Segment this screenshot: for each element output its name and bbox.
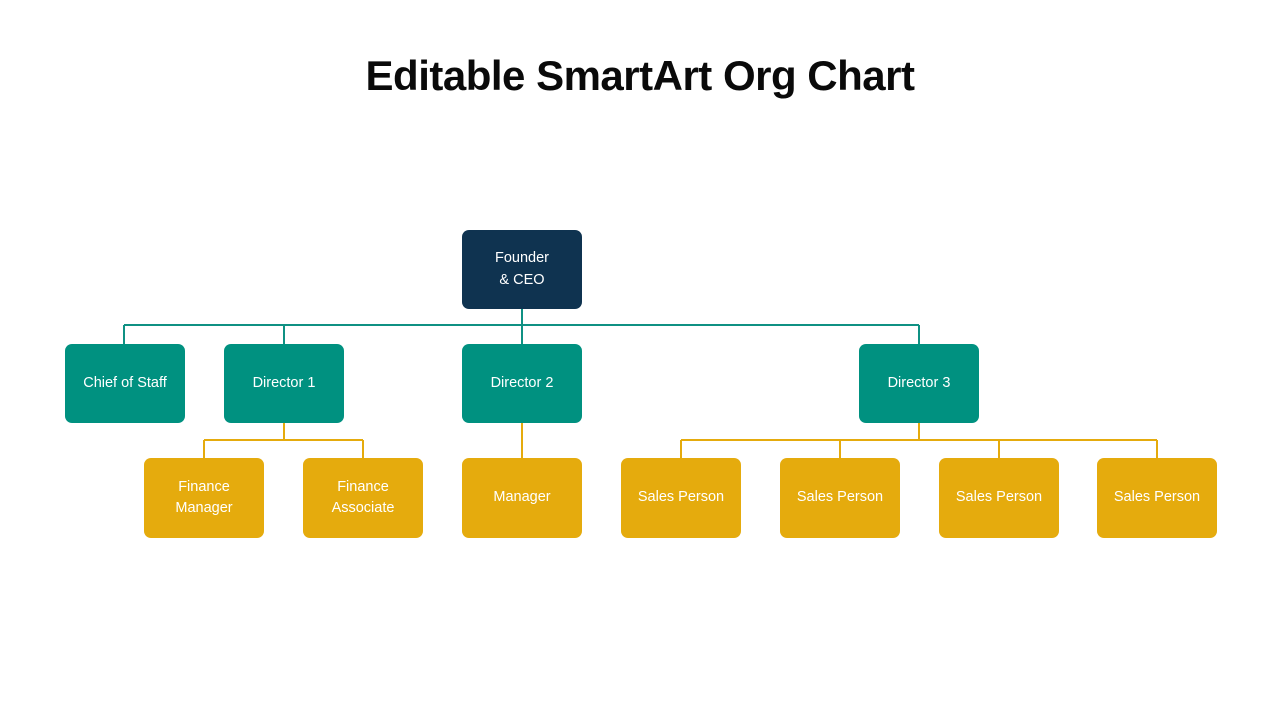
org-node-label: Manager [493,489,551,506]
org-node-manager[interactable]: Manager [462,458,582,538]
org-node-founder[interactable]: Founder & CEO [462,230,582,309]
org-node-label: Finance Associate [331,478,395,516]
org-node-director-1[interactable]: Director 1 [224,344,344,423]
org-node-label: Sales Person [796,489,884,506]
org-node-label: Director 2 [490,374,554,391]
org-node-director-2[interactable]: Director 2 [462,344,582,423]
org-node-label: Sales Person [955,489,1043,506]
org-node-label: Director 3 [887,374,951,391]
org-node-director-3[interactable]: Director 3 [859,344,979,423]
org-node-label: Chief of Staff [83,374,167,391]
org-node-label: Sales Person [637,489,725,506]
org-node-sales-person-1[interactable]: Sales Person [621,458,741,538]
org-node-label: Finance Manager [175,478,233,516]
org-node-sales-person-2[interactable]: Sales Person [780,458,900,538]
page-title: Editable SmartArt Org Chart [365,52,915,99]
org-node-label: Founder & CEO [494,250,549,288]
org-node-chief-of-staff[interactable]: Chief of Staff [65,344,185,423]
org-node-finance-manager[interactable]: Finance Manager [144,458,264,538]
org-node-sales-person-3[interactable]: Sales Person [939,458,1059,538]
org-node-label: Director 1 [252,374,316,391]
org-node-sales-person-4[interactable]: Sales Person [1097,458,1217,538]
org-node-label: Sales Person [1113,489,1201,506]
org-node-finance-associate[interactable]: Finance Associate [303,458,423,538]
